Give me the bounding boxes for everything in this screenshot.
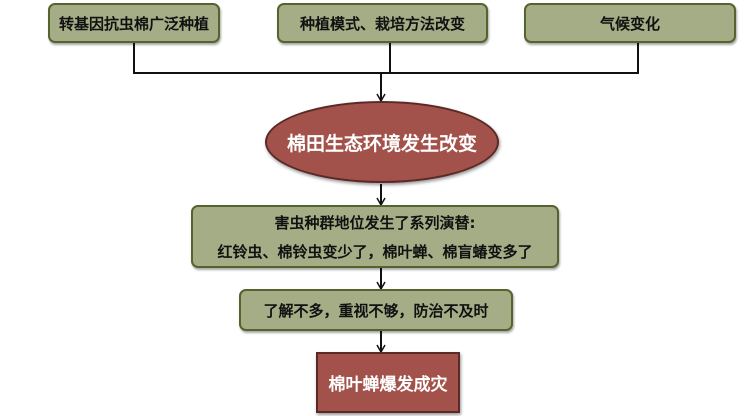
neglect-node: 了解不多，重视不够，防治不及时 bbox=[239, 289, 513, 331]
pest-succession-line1: 害虫种群地位发生了系列演替: bbox=[274, 213, 476, 232]
outbreak-node: 棉叶蝉爆发成灾 bbox=[316, 352, 460, 413]
cause-climate-change-label: 气候变化 bbox=[599, 14, 660, 33]
pest-succession-node: 害虫种群地位发生了系列演替: 红铃虫、棉铃虫变少了，棉叶蝉、棉盲蝽变多了 bbox=[191, 205, 559, 268]
environment-change-node: 棉田生态环境发生改变 bbox=[265, 101, 499, 183]
cause-transgenic-cotton-label: 转基因抗虫棉广泛种植 bbox=[58, 14, 209, 33]
cause-join-line bbox=[133, 43, 639, 74]
cause-planting-pattern: 种植模式、栽培方法改变 bbox=[277, 3, 488, 43]
cause-planting-pattern-label: 种植模式、栽培方法改变 bbox=[299, 14, 465, 33]
cause-climate-change: 气候变化 bbox=[524, 3, 736, 43]
environment-change-label: 棉田生态环境发生改变 bbox=[286, 132, 477, 155]
neglect-label: 了解不多，重视不够，防治不及时 bbox=[263, 301, 489, 320]
cause-transgenic-cotton: 转基因抗虫棉广泛种植 bbox=[48, 3, 220, 43]
pest-succession-line2: 红铃虫、棉铃虫变少了，棉叶蝉、棉盲蝽变多了 bbox=[217, 242, 533, 261]
outbreak-label: 棉叶蝉爆发成灾 bbox=[328, 375, 448, 395]
